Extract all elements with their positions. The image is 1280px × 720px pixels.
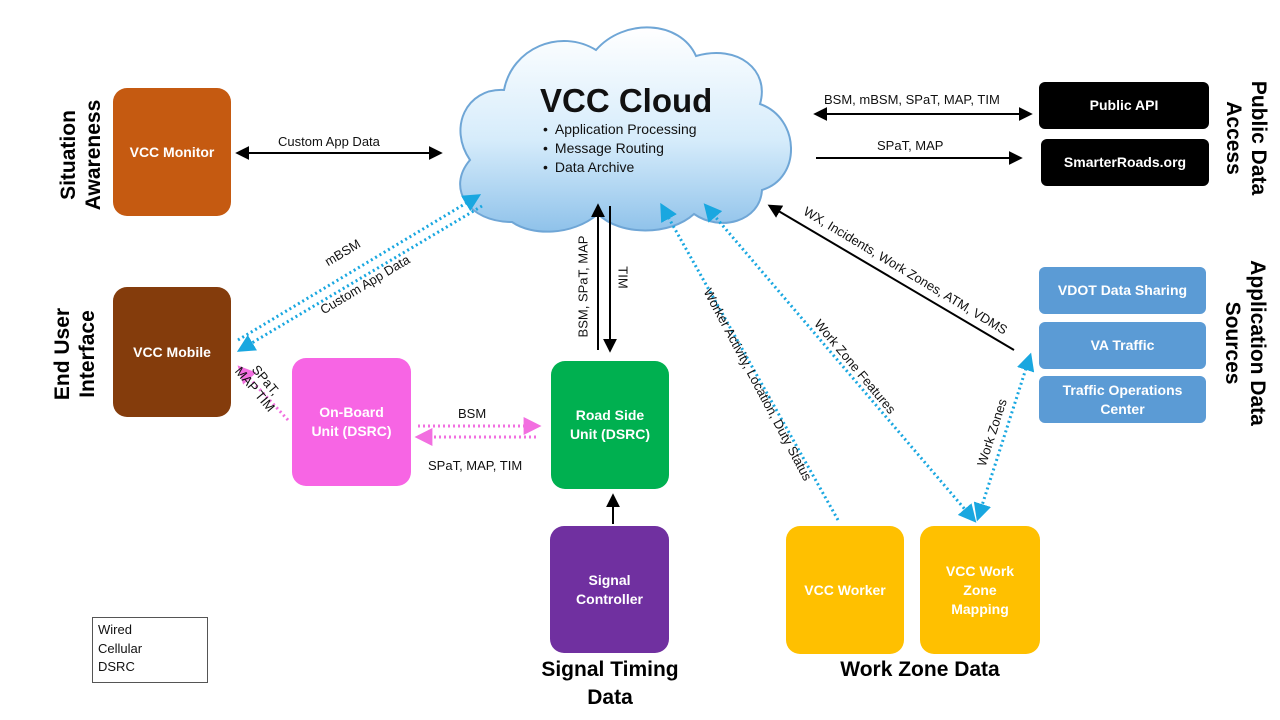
vdot-data-sharing-box: VDOT Data Sharing xyxy=(1039,267,1206,314)
legend-cellular-label: Cellular xyxy=(98,641,143,656)
road-side-unit-box: Road Side Unit (DSRC) xyxy=(551,361,669,489)
vcc-mobile-box: VCC Mobile xyxy=(113,287,231,417)
cloud-item-routing: Message Routing xyxy=(543,139,697,158)
side-label-public-data-access: Public Data Access xyxy=(1222,80,1270,196)
link-mobile-cloud-mbsm xyxy=(237,194,482,342)
signal-controller-box: Signal Controller xyxy=(550,526,669,653)
vcc-work-zone-mapping-box: VCC Work Zone Mapping xyxy=(920,526,1040,654)
smarterroads-box: SmarterRoads.org xyxy=(1041,139,1209,186)
link-wzmapping-cloud xyxy=(703,203,977,523)
side-label-application-data-sources: Application Data Sources xyxy=(1221,260,1269,426)
on-board-unit-box: On-Board Unit (DSRC) xyxy=(292,358,411,486)
side-label-end-user-interface: End User Interface xyxy=(51,307,99,401)
vcc-monitor-box: VCC Monitor xyxy=(113,88,231,216)
va-traffic-box: VA Traffic xyxy=(1039,322,1206,369)
link-sources-cloud xyxy=(767,204,1015,351)
label-smarterroads-messages: SPaT, MAP xyxy=(877,138,944,153)
bottom-label-work-zone: Work Zone Data xyxy=(840,658,1000,681)
public-api-box: Public API xyxy=(1039,82,1209,129)
label-obu-rsu-bsm: BSM xyxy=(458,406,487,421)
link-obu-mobile xyxy=(237,365,290,422)
vcc-worker-box: VCC Worker xyxy=(786,526,904,654)
label-rsu-up: BSM, SPaT, MAP xyxy=(575,235,591,338)
label-rsu-down: TIM xyxy=(615,266,631,289)
cloud-item-processing: Application Processing xyxy=(543,120,697,139)
legend-wired-label: Wired xyxy=(98,622,132,637)
legend: Wired Cellular DSRC xyxy=(92,617,208,683)
link-wzmapping-sources xyxy=(973,352,1035,522)
label-custom-app-data: Custom App Data xyxy=(278,134,380,149)
label-public-api-messages: BSM, mBSM, SPaT, MAP, TIM xyxy=(824,92,1000,107)
bottom-label-signal-timing: Signal Timing Data xyxy=(541,658,679,709)
link-cloud-mobile-custom xyxy=(236,204,483,352)
traffic-operations-center-box: Traffic Operations Center xyxy=(1039,376,1206,423)
legend-dsrc-label: DSRC xyxy=(98,659,135,674)
label-rsu-obu-spat: SPaT, MAP, TIM xyxy=(428,458,523,473)
cloud-item-archive: Data Archive xyxy=(543,158,697,177)
cloud-function-list: Application Processing Message Routing D… xyxy=(543,120,697,177)
side-label-situation-awareness: Situation Awareness xyxy=(57,99,105,211)
cloud-title: VCC Cloud xyxy=(540,82,713,119)
